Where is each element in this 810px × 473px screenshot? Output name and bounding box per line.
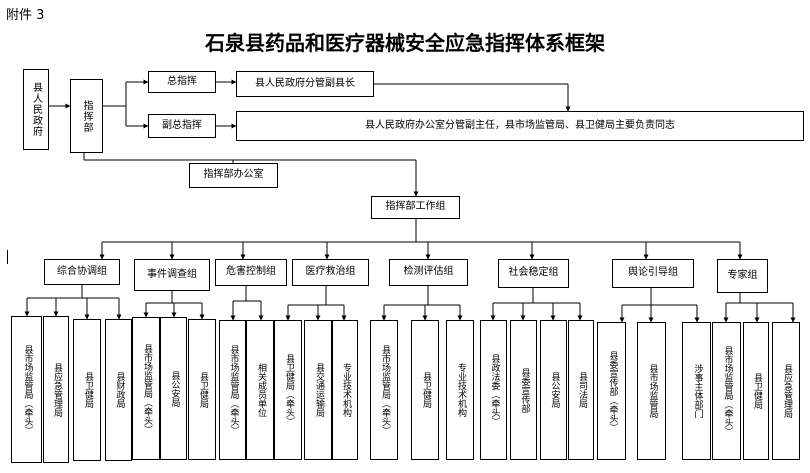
member-box: 县应急管理局 bbox=[43, 316, 69, 463]
member-box: 县政法委（牵头） bbox=[480, 320, 507, 460]
group-box-8: 专家组 bbox=[717, 259, 768, 293]
group-box-3: 危害控制组 bbox=[215, 259, 287, 286]
hq-office-box: 指挥部办公室 bbox=[189, 163, 278, 188]
member-box: 县市场监管局（牵头） bbox=[219, 320, 246, 460]
member-box: 县卫健局 bbox=[188, 319, 216, 460]
text-cursor bbox=[7, 250, 8, 264]
group-box-6: 社会稳定组 bbox=[498, 259, 569, 288]
member-box: 县卫健局 bbox=[73, 319, 101, 461]
commander-person-box: 县人民政府分管副县长 bbox=[236, 71, 374, 97]
member-box: 县卫健局（牵头） bbox=[274, 320, 302, 460]
commander-box: 总指挥 bbox=[148, 71, 216, 93]
group-box-5: 检测评估组 bbox=[389, 259, 468, 286]
member-box: 专业技术机构 bbox=[332, 320, 358, 460]
member-box: 县交通运输局 bbox=[304, 320, 332, 460]
member-box: 县市场监管局（牵头） bbox=[11, 316, 42, 463]
member-box: 相关成员单位 bbox=[246, 320, 274, 460]
member-box: 县卫健局 bbox=[411, 320, 439, 460]
member-box: 县财政局 bbox=[105, 319, 132, 461]
member-box: 县市场监管局（牵头） bbox=[370, 320, 398, 460]
member-box: 县市场监管局（牵头） bbox=[712, 322, 741, 460]
member-box: 县司法局 bbox=[568, 320, 594, 460]
member-box: 县公安局 bbox=[160, 317, 187, 460]
group-box-2: 事件调查组 bbox=[134, 259, 210, 291]
member-box: 县卫健局 bbox=[743, 322, 769, 460]
deputy-commander-person-box: 县人民政府办公室分管副主任，县市场监管局、县卫健局主要负责同志 bbox=[236, 111, 804, 141]
county-government-box: 县人民政府 bbox=[23, 69, 49, 150]
member-box: 县委宣传部（牵头） bbox=[597, 322, 626, 460]
annex-label: 附件 3 bbox=[6, 8, 45, 23]
group-box-1: 综合协调组 bbox=[44, 259, 120, 285]
headquarters-box: 指挥部 bbox=[70, 79, 103, 153]
member-box: 县公安局 bbox=[540, 320, 567, 460]
member-box: 县市场监管局（牵头） bbox=[132, 317, 160, 460]
member-box: 县应急管理局 bbox=[772, 322, 800, 460]
group-box-7: 舆论引导组 bbox=[612, 259, 694, 288]
page-title: 石泉县药品和医疗器械安全应急指挥体系框架 bbox=[205, 31, 605, 55]
member-box: 县委宣传部 bbox=[510, 320, 537, 460]
group-box-4: 医疗救治组 bbox=[292, 259, 369, 286]
member-box: 县市场监管局 bbox=[637, 322, 666, 460]
member-box: 涉事主体部门 bbox=[682, 322, 711, 460]
member-box: 专业技术机构 bbox=[446, 320, 474, 460]
working-groups-box: 指挥部工作组 bbox=[371, 196, 460, 219]
deputy-commander-box: 副总指挥 bbox=[148, 114, 216, 138]
